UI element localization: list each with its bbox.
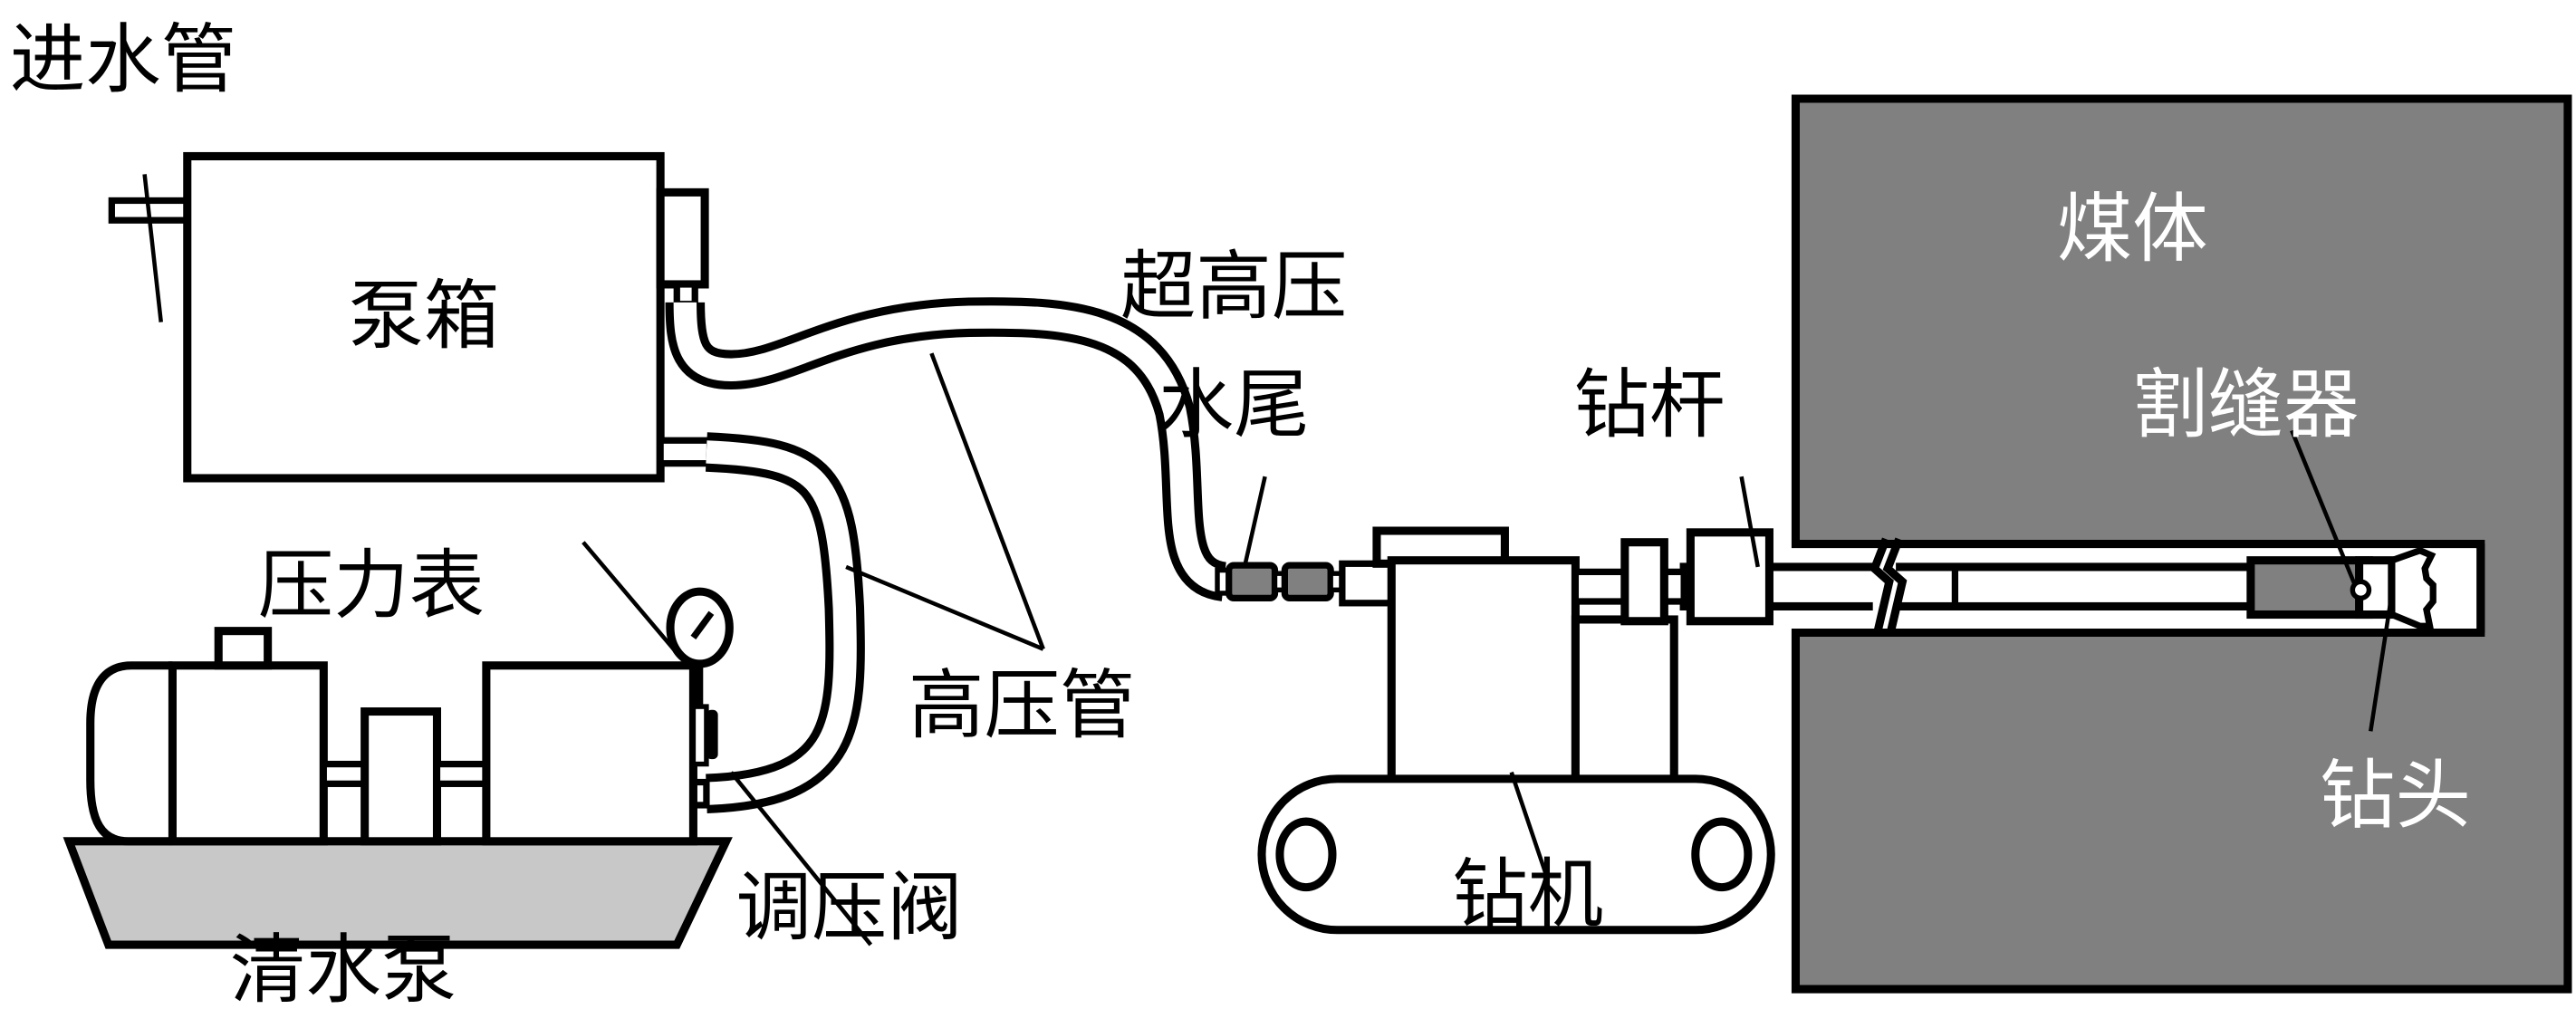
break-symbol — [1870, 537, 1894, 632]
leader-lines — [142, 174, 2393, 947]
slotter-nozzle — [2350, 579, 2372, 601]
ultra-high-pressure-label: 超高压 — [1120, 243, 1347, 331]
slotter-label: 割缝器 — [2132, 360, 2359, 448]
drill-rod-label: 钻杆 — [1574, 360, 1725, 448]
drill-rig-label: 钻机 — [1452, 850, 1603, 938]
water-tail — [1215, 560, 1395, 607]
high-pressure-hose-upper — [665, 281, 1228, 601]
pressure-gauge-label: 压力表 — [258, 542, 485, 629]
drill-rig — [1257, 526, 1775, 935]
water-tail-label: 水尾 — [1158, 360, 1310, 448]
coal-body-label: 煤体 — [2057, 185, 2208, 273]
drill-rod — [1679, 537, 2296, 632]
drill-bit — [2389, 546, 2437, 629]
drill-bit-label: 钻头 — [2320, 752, 2471, 840]
clean-water-pump — [62, 587, 734, 949]
pump-box-label: 泵箱 — [349, 272, 500, 360]
slotter — [2246, 556, 2397, 620]
crawler-track — [1257, 774, 1775, 935]
pump-box: 泵箱 — [108, 151, 709, 483]
pressure-valve-label: 调压阀 — [736, 863, 963, 951]
clean-water-pump-label: 清水泵 — [230, 926, 457, 1009]
pressure-valve-icon — [706, 709, 718, 760]
inlet-pipe-label: 进水管 — [10, 15, 236, 103]
high-pressure-hose-label: 高压管 — [908, 661, 1135, 749]
track-wheel-left — [1275, 817, 1337, 892]
track-wheel-right — [1691, 817, 1753, 892]
